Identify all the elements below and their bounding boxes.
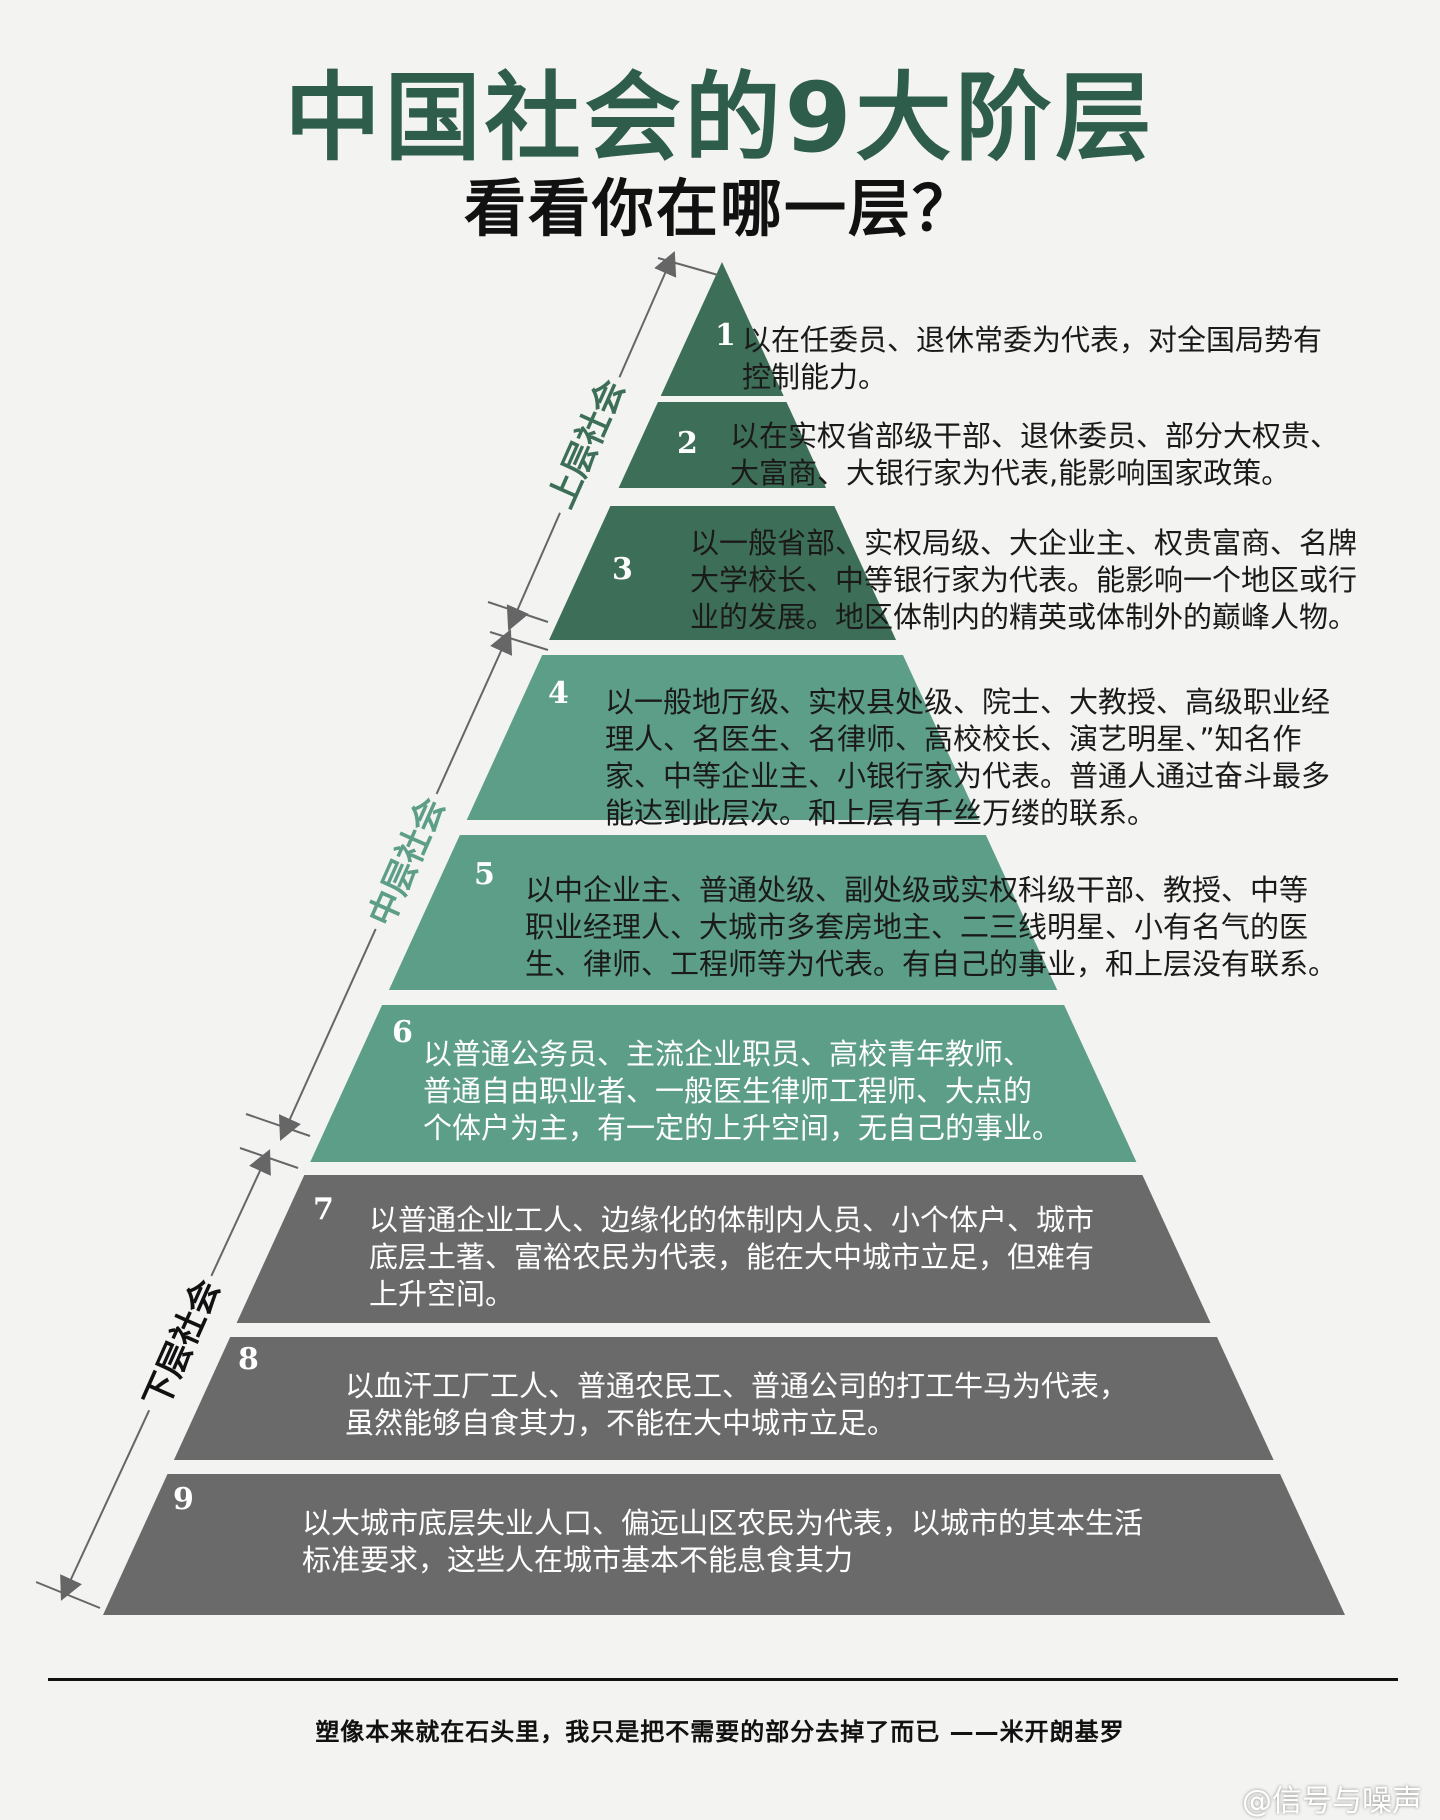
tier-number-2: 2: [677, 426, 698, 461]
pyramid-tier-7: [236, 1175, 1211, 1323]
pyramid-tier-5: [388, 835, 1058, 990]
band-bracket-tick: [35, 1581, 101, 1609]
band-bracket-tick: [245, 1113, 311, 1137]
tier-description-line: 以在实权省部级干部、退休委员、部分大权贵、: [730, 419, 1340, 453]
tier-number-3: 3: [612, 552, 633, 587]
tier-description-1: 以在任委员、退休常委为代表，对全国局势有控制能力。: [742, 322, 1322, 396]
tier-description-line: 控制能力。: [742, 360, 888, 394]
pyramid-tier-6: [310, 1005, 1137, 1162]
tier-description-line: 以在任委员、退休常委为代表，对全国局势有: [742, 323, 1323, 357]
tier-description-line: 标准要求，这些人在城市基本不能息食其力: [302, 1543, 854, 1577]
tier-description-8: 以血汗工厂工人、普通农民工、普通公司的打工牛马为代表，虽然能够自食其力，不能在大…: [345, 1368, 1128, 1442]
tier-description-2: 以在实权省部级干部、退休委员、部分大权贵、大富商、大银行家为代表,能影响国家政策…: [730, 418, 1339, 492]
footer-divider: [48, 1678, 1398, 1681]
band-bracket-tick: [239, 1147, 299, 1169]
tier-description-6: 以普通公务员、主流企业职员、高校青年教师、普通自由职业者、一般医生律师工程师、大…: [423, 1036, 1061, 1147]
tier-number-5: 5: [474, 857, 495, 892]
tier-description-line: 普通自由职业者、一般医生律师工程师、大点的: [423, 1074, 1033, 1108]
page-subtitle: 看看你在哪一层？: [463, 172, 976, 245]
tier-number-9: 9: [173, 1482, 194, 1517]
tier-number-6: 6: [392, 1015, 413, 1050]
tier-description-line: 以普通企业工人、边缘化的体制内人员、小个体户、城市: [369, 1203, 1095, 1237]
band-bracket-tick: [487, 601, 549, 623]
tier-description-line: 能达到此层次。和上层有千丝万缕的联系。: [605, 796, 1157, 830]
footer-quote: 塑像本来就在石头里，我只是把不需要的部分去掉了而已 ——米开朗基罗: [315, 1718, 1125, 1746]
tier-description-9: 以大城市底层失业人口、偏远山区农民为代表，以城市的其本生活标准要求，这些人在城市…: [302, 1505, 1143, 1579]
tier-description-line: 以中企业主、普通处级、副处级或实权科级干部、教授、中等: [525, 873, 1309, 907]
pyramid-tier-9: [103, 1474, 1345, 1615]
tier-description-line: 虽然能够自食其力，不能在大中城市立足。: [345, 1406, 897, 1440]
tier-description-line: 以大城市底层失业人口、偏远山区农民为代表，以城市的其本生活: [302, 1506, 1144, 1540]
band-bracket-tick: [489, 631, 549, 651]
tier-description-line: 以普通公务员、主流企业职员、高校青年教师、: [423, 1037, 1033, 1071]
tier-description-line: 大富商、大银行家为代表,能影响国家政策。: [730, 456, 1291, 490]
tier-description-7: 以普通企业工人、边缘化的体制内人员、小个体户、城市底层土著、富裕农民为代表，能在…: [369, 1202, 1094, 1313]
tier-description-line: 个体户为主，有一定的上升空间，无自己的事业。: [423, 1111, 1062, 1145]
pyramid-tier-1: [660, 262, 784, 396]
tier-description-line: 生、律师、工程师等为代表。有自己的事业，和上层没有联系。: [525, 947, 1338, 981]
tier-number-8: 8: [238, 1342, 259, 1377]
tier-description-4: 以一般地厅级、实权县处级、院士、大教授、高级职业经理人、名医生、名律师、高校校长…: [605, 684, 1330, 832]
tier-description-line: 上升空间。: [369, 1277, 515, 1311]
tier-number-4: 4: [548, 676, 569, 711]
tier-description-line: 大学校长、中等银行家为代表。能影响一个地区或行: [690, 563, 1358, 597]
tier-number-1: 1: [715, 318, 736, 353]
tier-description-line: 底层土著、富裕农民为代表，能在大中城市立足，但难有: [369, 1240, 1095, 1274]
page-title: 中国社会的9大阶层: [284, 62, 1156, 174]
tier-description-line: 以一般地厅级、实权县处级、院士、大教授、高级职业经: [605, 685, 1331, 719]
tier-description-3: 以一般省部、实权局级、大企业主、权贵富商、名牌大学校长、中等银行家为代表。能影响…: [690, 525, 1357, 636]
tier-description-line: 职业经理人、大城市多套房地主、二三线明星、小有名气的医: [525, 910, 1309, 944]
tier-description-line: 业的发展。地区体制内的精英或体制外的巅峰人物。: [690, 600, 1358, 634]
band-bracket-tick: [657, 257, 719, 276]
tier-number-7: 7: [313, 1192, 334, 1227]
watermark: @信号与噪声: [1242, 1784, 1422, 1819]
pyramid-tier-8: [173, 1337, 1274, 1460]
tier-description-line: 理人、名医生、名律师、高校校长、演艺明星、”知名作: [605, 722, 1302, 756]
tier-description-line: 以血汗工厂工人、普通农民工、普通公司的打工牛马为代表，: [345, 1369, 1129, 1403]
tier-description-line: 家、中等企业主、小银行家为代表。普通人通过奋斗最多: [605, 759, 1331, 793]
tier-description-line: 以一般省部、实权局级、大企业主、权贵富商、名牌: [690, 526, 1358, 560]
tier-description-5: 以中企业主、普通处级、副处级或实权科级干部、教授、中等职业经理人、大城市多套房地…: [525, 872, 1337, 983]
pyramid-tier-4: [466, 655, 979, 820]
